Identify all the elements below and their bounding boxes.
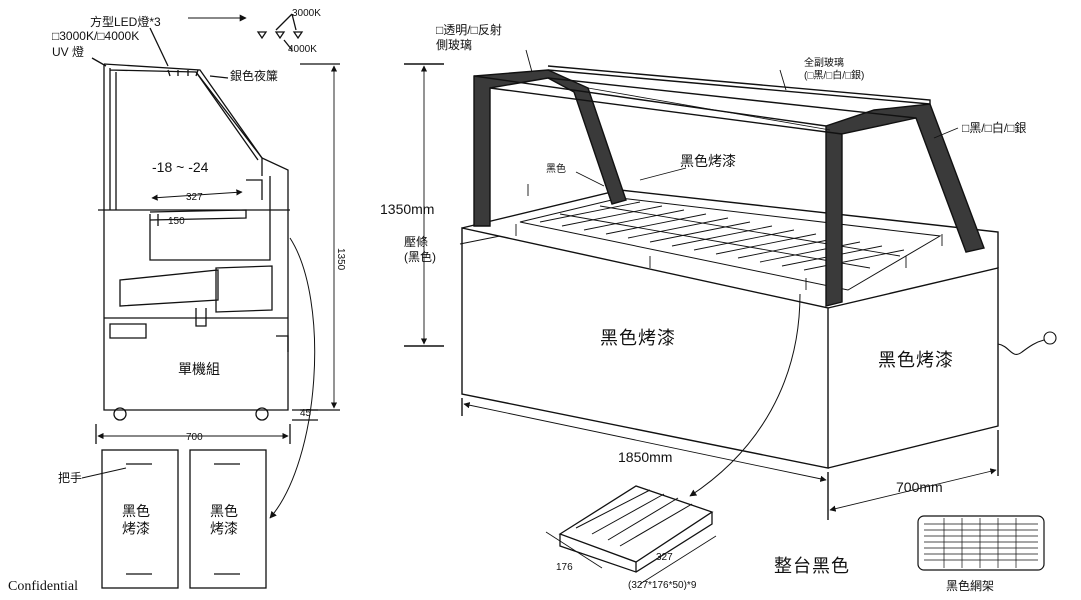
temp-range-label: -18 ~ -24 (152, 159, 209, 175)
bar-label: 壓條(黑色) (404, 235, 436, 264)
temp-3000-label: 3000K (292, 8, 321, 19)
color-temp-options: □3000K/□4000K (52, 29, 139, 43)
height-dim-label: 1350mm (380, 201, 434, 217)
door-right-text: 黑色烤漆 (210, 503, 238, 537)
full-glass-label: 全副玻璃(□黑/□白/□銀) (804, 56, 864, 82)
depth-dim-label: 700mm (896, 479, 943, 495)
pan-spec-label: (327*176*50)*9 (628, 580, 697, 591)
black-label: 黑色 (546, 162, 566, 175)
dim-150-label: 150 (168, 216, 185, 227)
body-side-label: 黑色烤漆 (878, 350, 954, 370)
pan-tray-drawing (545, 485, 717, 585)
dim-700-label: 700 (186, 432, 203, 443)
uv-lamp-label: UV 燈 (52, 44, 84, 59)
temp-4000-label: 4000K (288, 44, 317, 55)
handle-label: 把手 (58, 471, 82, 485)
dim-327-label: 327 (186, 192, 203, 203)
unit-label: 單機組 (178, 361, 220, 377)
frame-color-label: □黑/□白/□銀 (962, 120, 1026, 135)
side-view-drawing (91, 13, 340, 519)
black-paint-top-label: 黑色烤漆 (680, 153, 736, 169)
pan-dim-327: 327 (656, 552, 673, 563)
confidential-label: Confidential (8, 579, 78, 594)
door-left-text: 黑色烤漆 (122, 503, 150, 537)
width-dim-label: 1850mm (618, 449, 672, 465)
perspective-view-drawing (404, 49, 1057, 520)
led-label: 方型LED燈*3 (90, 14, 161, 29)
dim-45-label: 45 (300, 408, 312, 419)
body-front-label: 黑色烤漆 (600, 328, 676, 348)
door-panels (81, 449, 267, 589)
pan-dim-176: 176 (556, 562, 573, 573)
overall-color-label: 整台黑色 (774, 556, 850, 576)
rack-label: 黑色網架 (946, 579, 994, 593)
dim-1350-label: 1350 (335, 248, 346, 271)
mesh-rack-drawing (917, 515, 1045, 571)
silver-curtain-label: 銀色夜簾 (230, 68, 278, 83)
side-glass-label: □透明/□反射側玻璃 (436, 22, 502, 52)
